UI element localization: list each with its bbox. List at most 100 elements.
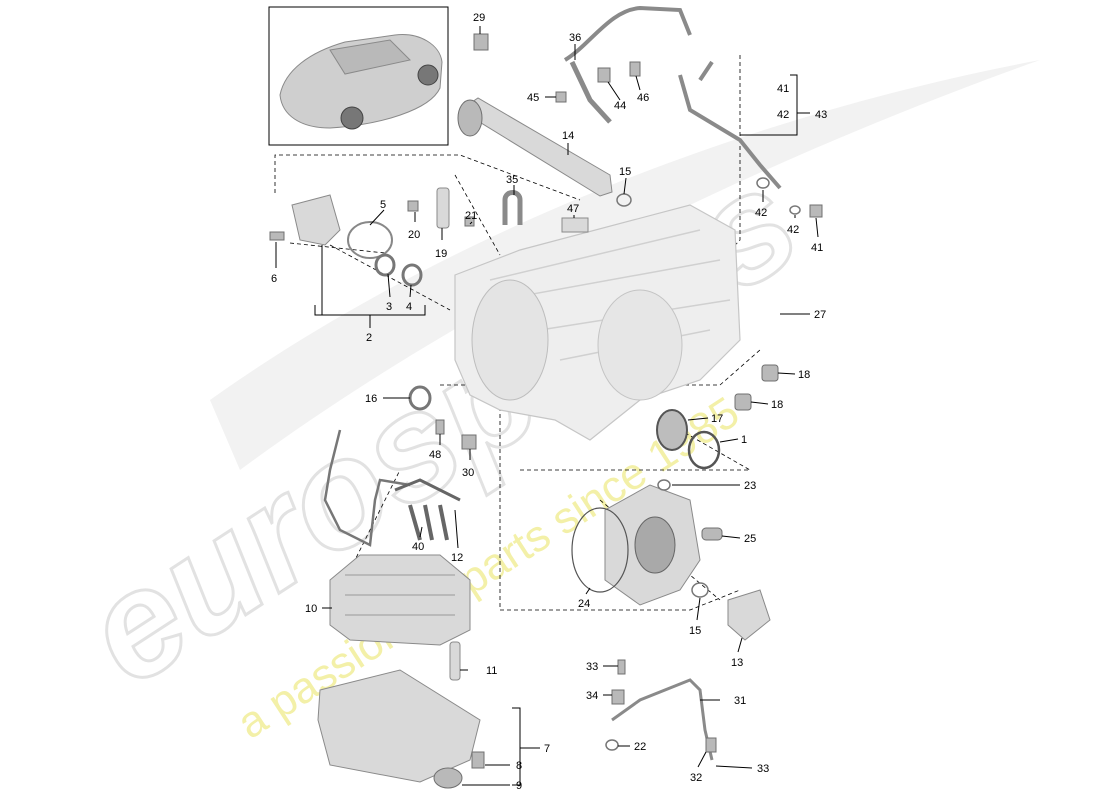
callout-35: 35	[506, 174, 518, 186]
callout-46: 46	[637, 92, 649, 104]
callout-34: 34	[586, 690, 598, 702]
callout-20: 20	[408, 229, 420, 241]
callout-23: 23	[744, 480, 756, 492]
valve-body-shape	[329, 554, 471, 646]
leader-line	[815, 217, 819, 238]
callout-48: 48	[429, 449, 441, 461]
pin-25	[701, 527, 723, 541]
guide-line	[289, 242, 386, 254]
nut-20	[407, 200, 419, 212]
leader-line	[721, 535, 741, 539]
o-ring-23	[657, 479, 671, 491]
callout-18a: 18	[798, 369, 810, 381]
breather-pipe-lower	[569, 60, 612, 124]
callout-42b: 42	[755, 207, 767, 219]
bolt-48	[435, 419, 445, 435]
o-ring-24	[571, 507, 629, 593]
cooler-line-shape	[611, 678, 714, 761]
callout-3: 3	[386, 301, 392, 313]
bolt-11	[449, 641, 461, 681]
car-wheel-rear	[340, 106, 364, 130]
watermark-swoosh	[210, 60, 1040, 470]
oil-pan	[317, 641, 485, 789]
transmission-housing	[454, 204, 741, 441]
wiring-harness-shape	[323, 429, 411, 547]
bolt-6	[269, 231, 285, 241]
gasket	[347, 221, 393, 259]
leader-line	[607, 81, 621, 101]
leader-line	[737, 637, 743, 653]
leader-line	[585, 587, 591, 595]
guide-line	[329, 244, 451, 311]
o-ring-22	[605, 739, 619, 751]
small-parts	[269, 33, 823, 470]
leader-line	[715, 765, 753, 769]
guide-line	[699, 55, 741, 283]
drive-shaft-shape	[459, 97, 613, 197]
callout-12: 12	[451, 552, 463, 564]
callout-36: 36	[569, 32, 581, 44]
callout-15b: 15	[689, 625, 701, 637]
leader-line	[719, 438, 739, 443]
connector-strip-40	[408, 504, 449, 541]
callout-14: 14	[562, 130, 574, 142]
callout-31: 31	[734, 695, 746, 707]
car-roof	[329, 39, 412, 75]
callout-22: 22	[634, 741, 646, 753]
inset-car-view	[268, 6, 449, 146]
callout-8: 8	[516, 760, 522, 772]
callout-18b: 18	[771, 399, 783, 411]
connector-strip-12	[394, 478, 461, 502]
callout-43: 43	[815, 109, 827, 121]
bracket	[790, 74, 810, 136]
leader-line	[387, 273, 391, 298]
callout-21: 21	[465, 210, 477, 222]
callout-7: 7	[544, 743, 550, 755]
callout-25: 25	[744, 533, 756, 545]
breather-pipe-shape	[563, 5, 692, 62]
leader-line	[696, 597, 701, 621]
bolt-33-lower	[705, 737, 717, 753]
plug-18-upper	[761, 364, 779, 382]
valve-body-detail	[345, 574, 455, 616]
callout-5: 5	[380, 199, 386, 211]
callout-44: 44	[614, 100, 626, 112]
bracket-19	[436, 187, 450, 229]
bolt-8	[471, 751, 485, 769]
seal-ring-3	[374, 253, 396, 277]
callout-33a: 33	[586, 661, 598, 673]
clip-44	[597, 67, 611, 83]
leader-line	[454, 509, 459, 549]
cooler-line	[605, 659, 717, 761]
callout-41: 41	[777, 83, 789, 95]
leader-line	[369, 209, 385, 226]
car-wheel-front	[417, 64, 439, 86]
callout-27: 27	[814, 309, 826, 321]
leaders	[275, 26, 819, 786]
callout-1: 1	[741, 434, 747, 446]
bolt-21	[464, 216, 475, 227]
callout-10: 10	[305, 603, 317, 615]
rear-cover-bore	[634, 516, 676, 574]
vent-line	[678, 74, 782, 190]
callout-47: 47	[567, 203, 579, 215]
callout-41b: 41	[811, 242, 823, 254]
o-ring-42	[756, 177, 770, 189]
drive-shaft	[457, 97, 613, 197]
drive-shaft-flange	[457, 99, 483, 137]
drain-plug	[433, 767, 463, 789]
bracket	[314, 245, 426, 328]
guide-line	[520, 429, 752, 471]
clip-45	[555, 91, 567, 103]
oil-pan-shape	[317, 669, 481, 783]
leader-line	[409, 284, 412, 298]
o-ring-15-lower	[691, 582, 709, 598]
callout-19: 19	[435, 248, 447, 260]
rear-flange	[597, 289, 683, 401]
callout-42: 42	[777, 109, 789, 121]
seal-17	[656, 409, 688, 451]
leader-line	[635, 75, 641, 91]
callout-45: 45	[527, 92, 539, 104]
plug-41	[809, 204, 823, 218]
